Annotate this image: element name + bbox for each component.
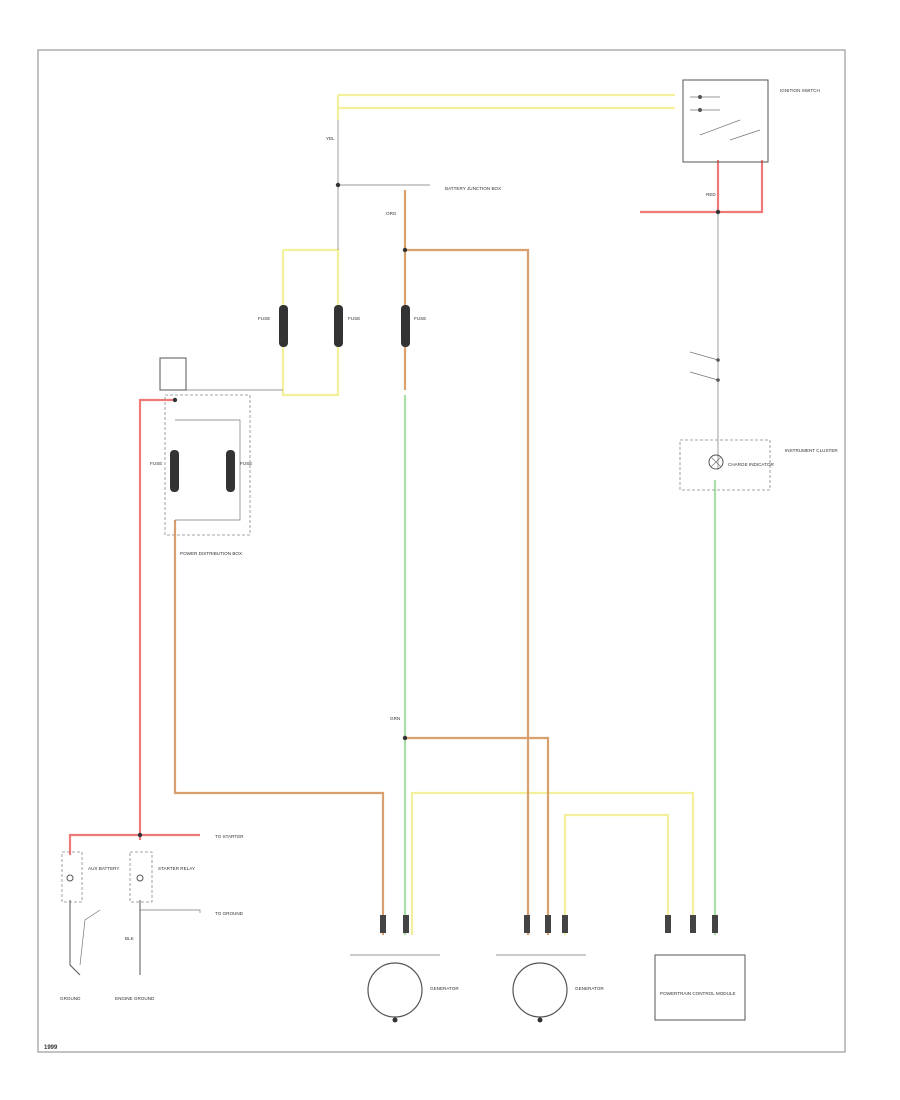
ignition-switch: IGNITION SWITCH <box>682 79 820 163</box>
fuse-4-label: FUSE <box>150 461 162 466</box>
fuse-group: FUSE FUSE FUSE FUSE FUSE <box>150 305 426 492</box>
wires <box>68 93 764 976</box>
wire-label-yel: YEL <box>326 136 335 141</box>
powertrain-control-module: POWERTRAIN CONTROL MODULE <box>654 954 746 1021</box>
wire-red-bottom <box>68 833 200 855</box>
fuse-1: FUSE <box>258 305 288 347</box>
generator-right: GENERATOR <box>496 954 604 1023</box>
pcm-label: POWERTRAIN CONTROL MODULE <box>660 991 736 996</box>
splice-points <box>137 182 721 838</box>
fuse-2: FUSE <box>334 305 360 347</box>
fuse-5: FUSE <box>226 450 252 492</box>
fuse-3-label: FUSE <box>414 316 426 321</box>
wire-red-ignition <box>640 160 764 214</box>
instrument-cluster-label: INSTRUMENT CLUSTER <box>785 448 838 453</box>
fuse-3: FUSE <box>401 305 426 347</box>
fuse-1-label: FUSE <box>258 316 270 321</box>
starter-relay: AUX BATTERY STARTER RELAY TO STARTER TO … <box>60 834 244 1001</box>
power-distribution-box-outline <box>164 394 251 536</box>
fuse-5-label: FUSE <box>240 461 252 466</box>
generator-left-label: GENERATOR <box>430 986 459 991</box>
wire-orange-mid <box>405 736 550 935</box>
to-ground-label: TO GROUND <box>215 911 244 916</box>
wire-black-lower-fuse <box>175 419 241 521</box>
to-starter-label: TO STARTER <box>215 834 244 839</box>
wire-yellow-fuse-loop <box>281 248 340 397</box>
wire-orange-left <box>173 520 385 935</box>
starter-relay-label: STARTER RELAY <box>158 866 195 871</box>
connector-pins <box>380 915 718 933</box>
power-dist-box-label: POWER DISTRIBUTION BOX <box>180 551 242 556</box>
wire-black-starter <box>140 909 201 913</box>
engine-ground-label: ENGINE GROUND <box>115 996 155 1001</box>
generator-right-label: GENERATOR <box>575 986 604 991</box>
diagram-frame <box>37 49 846 1053</box>
wire-orange-right <box>405 248 530 935</box>
relay-module <box>159 357 187 391</box>
wire-label-org: ORG <box>386 211 397 216</box>
wire-yellow-bottom-2 <box>563 813 670 935</box>
reference-code: 1999 <box>44 1045 58 1051</box>
right-switch-contacts <box>689 351 720 382</box>
fuse-4: FUSE <box>150 450 179 492</box>
wire-labels: YEL RED ORG GRN BLK <box>125 136 716 941</box>
battery-junction-label: BATTERY JUNCTION BOX <box>445 186 501 191</box>
aux-battery-label: AUX BATTERY <box>88 866 119 871</box>
wire-label-grn: GRN <box>390 716 400 721</box>
ground-1-label: GROUND <box>60 996 81 1001</box>
wire-label-blk: BLK <box>125 936 135 941</box>
ignition-switch-label: IGNITION SWITCH <box>780 88 820 93</box>
wire-red-main <box>138 398 175 840</box>
wire-yellow-bottom-1 <box>410 791 695 935</box>
wire-black-ground-1 <box>69 900 81 976</box>
wire-label-red: RED <box>706 192 716 197</box>
instrument-cluster: INSTRUMENT CLUSTER CHARGE INDICATOR <box>679 439 838 491</box>
wire-black-relay-ground <box>79 909 101 966</box>
charge-indicator-label: CHARGE INDICATOR <box>728 462 774 467</box>
fuse-2-label: FUSE <box>348 316 360 321</box>
generator-left: GENERATOR <box>350 954 459 1023</box>
